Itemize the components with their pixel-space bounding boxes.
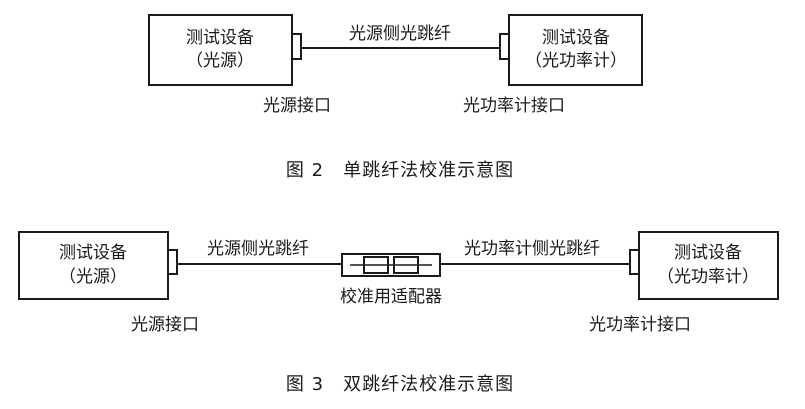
fig3-adapter-label: 校准用适配器 [340, 287, 442, 307]
fig3-meter-device-box [638, 231, 779, 300]
fig3-source-port-label: 光源接口 [131, 315, 199, 335]
fig2-meter-device-box [508, 14, 643, 86]
fig3-source-device-type: （光源） [59, 267, 127, 287]
fig3-caption: 图 3 双跳纤法校准示意图 [285, 374, 515, 395]
fig2-source-device-name: 测试设备 [186, 28, 254, 48]
fig2-meter-device-name: 测试设备 [542, 28, 610, 48]
fig3-source-fiber-label: 光源侧光跳纤 [207, 239, 309, 259]
fig2-fiber-label: 光源侧光跳纤 [349, 24, 451, 44]
fig2-source-port-label: 光源接口 [263, 96, 331, 116]
fig3-meter-device-type: （光功率计） [657, 267, 759, 287]
fig3-meter-port-label: 光功率计接口 [589, 315, 691, 335]
fig2-meter-port-label: 光功率计接口 [463, 96, 565, 116]
fig3-source-device-name: 测试设备 [59, 243, 127, 263]
fig2-source-device-box [148, 14, 293, 86]
fig2-source-device-type: （光源） [186, 51, 254, 71]
fig3-meter-device-name: 测试设备 [674, 243, 742, 263]
fig2-meter-port [499, 33, 510, 60]
fig2-source-port [291, 33, 302, 60]
fig2-caption: 图 2 单跳纤法校准示意图 [285, 160, 515, 181]
fig2-meter-device-type: （光功率计） [525, 51, 627, 71]
fig3-source-port [167, 249, 178, 275]
fig3-meter-fiber-label: 光功率计侧光跳纤 [464, 239, 600, 259]
fig3-meter-port [629, 249, 640, 275]
